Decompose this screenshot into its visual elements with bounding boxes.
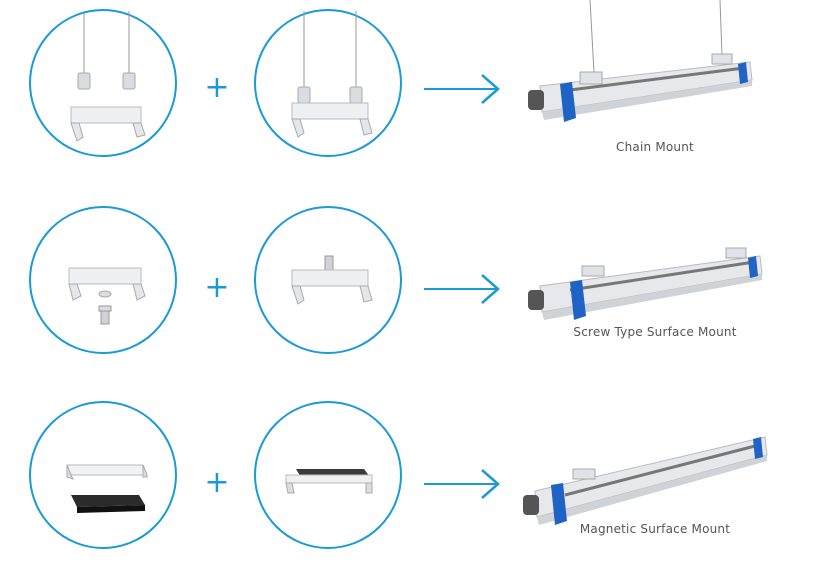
magnetic-mount-assembled-circle — [254, 401, 402, 549]
row-screw-mount: + Screw Type Surface Mount — [0, 200, 821, 370]
plus-sign: + — [204, 270, 230, 305]
caption-chain-mount: Chain Mount — [616, 140, 694, 154]
magnetic-mounted-fixture-illustration — [523, 436, 768, 525]
arrow-right-icon — [424, 274, 500, 304]
screw-mount-parts-circle — [29, 206, 177, 354]
caption-magnetic-surface-mount: Magnetic Surface Mount — [579, 522, 731, 536]
chain-hanger-parts-circle — [29, 9, 177, 157]
arrow-right-icon — [424, 469, 500, 499]
caption-screw-type-surface-mount: Screw Type Surface Mount — [573, 325, 737, 339]
screw-mount-assembled-illustration — [291, 255, 373, 305]
plus-sign: + — [204, 465, 230, 500]
row-magnetic-mount: + Magnetic Surface Mount — [0, 395, 821, 565]
arrow-right-icon — [424, 74, 500, 104]
chain-hanger-assembled-circle — [254, 9, 402, 157]
screw-mount-assembled-circle — [254, 206, 402, 354]
chain-mounted-fixture-illustration — [528, 0, 753, 122]
chain-hanger-assembled-illustration — [291, 11, 373, 138]
magnetic-mount-parts-circle — [29, 401, 177, 549]
magnetic-mount-parts-illustration — [66, 464, 148, 513]
chain-hanger-parts-illustration — [70, 11, 146, 142]
plus-sign: + — [204, 70, 230, 105]
row-chain-mount: + Chain Mount — [0, 0, 821, 170]
screw-mounted-fixture-illustration — [528, 247, 763, 320]
screw-mount-parts-illustration — [68, 267, 146, 325]
magnetic-mount-assembled-illustration — [285, 469, 373, 494]
